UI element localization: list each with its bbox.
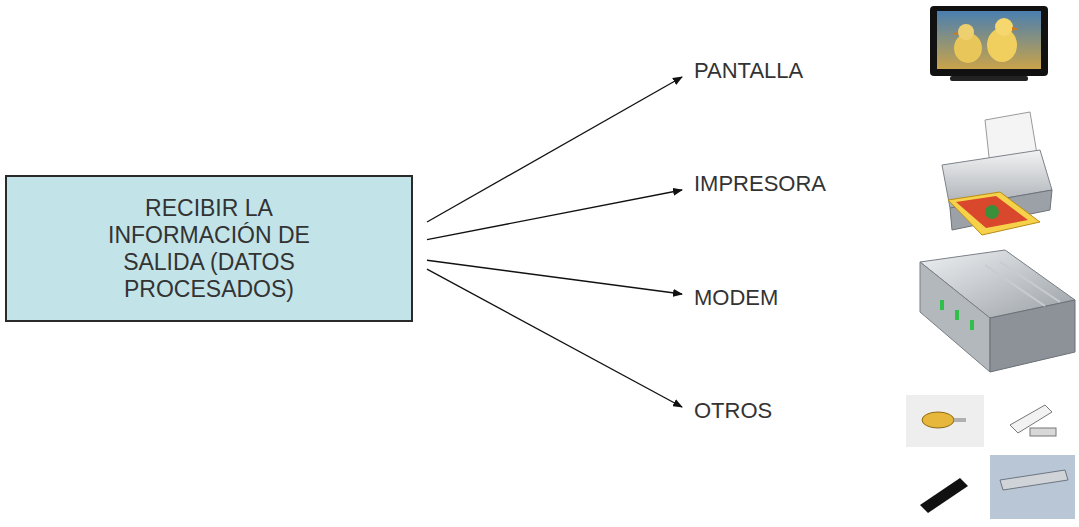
device-name: OTROS xyxy=(694,398,772,424)
output-device-label: PANTALLA xyxy=(690,56,807,86)
modem-icon xyxy=(920,250,1075,372)
storage-devices-icon xyxy=(906,395,1075,519)
output-device-label: IMPRESORA xyxy=(690,169,830,199)
output-device-label: MODEM xyxy=(690,283,782,313)
device-name: PANTALLA xyxy=(694,58,803,84)
box-text: RECIBIR LA INFORMACIÓN DE SALIDA (DATOS … xyxy=(72,195,347,303)
arrow-connector xyxy=(427,190,682,240)
output-device-label: OTROS xyxy=(690,396,776,426)
tv-icon xyxy=(930,6,1048,81)
arrow-connector xyxy=(427,77,682,222)
printer-icon xyxy=(942,112,1052,235)
device-name: IMPRESORA xyxy=(694,171,826,197)
arrow-connector xyxy=(427,260,682,294)
process-box: RECIBIR LA INFORMACIÓN DE SALIDA (DATOS … xyxy=(5,175,413,322)
device-name: MODEM xyxy=(694,285,778,311)
arrow-connector xyxy=(427,269,682,407)
